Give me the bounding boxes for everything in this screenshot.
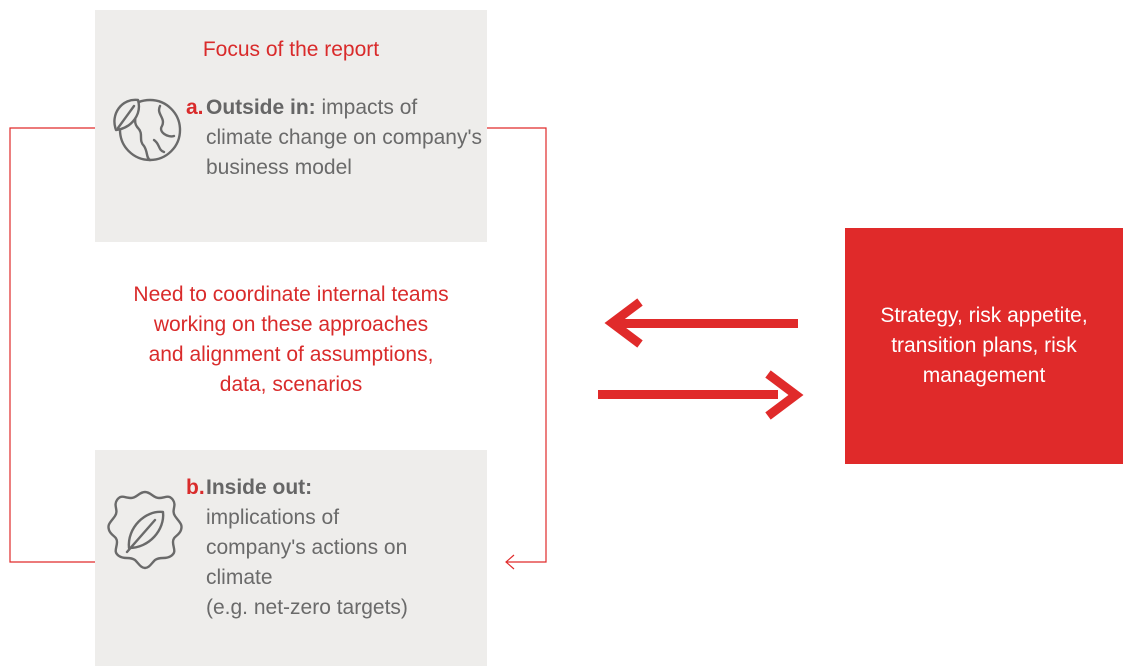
focus-title: Focus of the report [202, 38, 380, 61]
right-bracket-arrowhead [505, 554, 515, 570]
left-bracket-line [9, 127, 95, 563]
coordination-line: and alignment of assumptions, [148, 343, 434, 366]
item-b-line: implications of [206, 506, 340, 529]
item-b-letter: b. [186, 476, 205, 499]
coordination-line: data, scenarios [219, 373, 363, 396]
item-b-heading: Inside out: [206, 476, 313, 499]
item-a-text: a. Outside in: impacts of climate change… [186, 93, 486, 183]
coordination-line: working on these approaches [153, 313, 429, 336]
item-b-text: b. Inside out: implications of company's… [186, 473, 486, 623]
focus-panel-outside-in: Focus of the report a. Outside in: impac… [95, 10, 487, 242]
focus-panel-inside-out: b. Inside out: implications of company's… [95, 450, 487, 666]
right-bracket-line [487, 127, 547, 563]
item-a-description: impacts of climate change on company's b… [206, 96, 482, 179]
leaf-badge-icon [107, 490, 183, 570]
globe-leaf-icon [113, 98, 182, 162]
strategy-text: Strategy, risk appetite, transition plan… [880, 304, 1088, 387]
item-a-heading: Outside in: [206, 96, 316, 119]
item-b-line: climate [206, 566, 273, 589]
arrow-left [604, 298, 798, 348]
strategy-box: Strategy, risk appetite, transition plan… [845, 228, 1123, 464]
coordination-line: Need to coordinate internal teams [133, 283, 449, 306]
item-a-letter: a. [186, 96, 204, 119]
item-b-line: company's actions on [206, 536, 408, 559]
item-b-line: (e.g. net-zero targets) [206, 596, 408, 619]
coordination-text: Need to coordinate internal teams workin… [95, 280, 487, 400]
arrow-right [598, 370, 804, 420]
